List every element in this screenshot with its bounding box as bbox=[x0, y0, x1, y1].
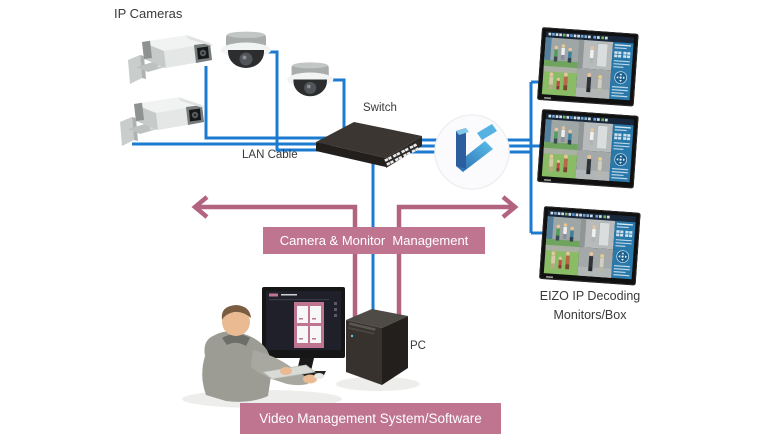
camera-monitor-management-text: Camera & Monitor Management bbox=[279, 233, 469, 248]
video-management-text: Video Management System/Software bbox=[259, 411, 482, 426]
operator-hair bbox=[221, 305, 251, 320]
camera-monitor-management-banner: Camera & Monitor Management bbox=[263, 227, 485, 254]
operator-head bbox=[222, 308, 250, 336]
eizo-monitors-label: EIZO IP Decoding Monitors/Box bbox=[520, 287, 660, 325]
pc-drive-bays bbox=[347, 322, 376, 335]
management-arrow-left bbox=[198, 204, 358, 228]
eizo-monitor-2 bbox=[536, 109, 639, 190]
operator-arm bbox=[251, 350, 308, 386]
switch-ports bbox=[384, 143, 420, 166]
ip-cameras-label: IP Cameras bbox=[114, 6, 183, 21]
mouse bbox=[314, 373, 324, 379]
eizo-monitor-1 bbox=[536, 27, 639, 108]
network-switch bbox=[316, 122, 422, 168]
dome-camera-1 bbox=[221, 31, 271, 68]
video-management-banner: Video Management System/Software bbox=[240, 403, 501, 434]
lan-cable-label: LAN Cable bbox=[242, 149, 298, 161]
right-arrowhead-icon bbox=[501, 195, 519, 219]
cable-dome2-switch bbox=[329, 78, 346, 134]
left-arrowhead-icon bbox=[191, 195, 209, 219]
operator-workstation bbox=[202, 287, 345, 402]
eizo-monitor-3 bbox=[538, 206, 641, 287]
management-pc bbox=[346, 309, 408, 385]
vms-grid-panel bbox=[294, 302, 324, 348]
management-links bbox=[191, 195, 519, 318]
pc-shadow bbox=[336, 377, 420, 391]
dome-camera-2 bbox=[286, 62, 334, 97]
v-logo-icon bbox=[456, 124, 497, 172]
switch-label: Switch bbox=[363, 102, 397, 114]
operator-person bbox=[202, 305, 324, 402]
management-arrow-right bbox=[396, 204, 512, 228]
cable-dome1-switch bbox=[268, 50, 340, 152]
cable-bullet1-switch bbox=[204, 66, 340, 140]
pc-power-led bbox=[350, 334, 354, 338]
pc-label: PC bbox=[410, 340, 426, 352]
bullet-camera-1 bbox=[128, 35, 213, 84]
eizo-monitors-label-line1: EIZO IP Decoding bbox=[539, 289, 641, 303]
decoding-software-logo bbox=[434, 114, 510, 190]
bullet-camera-2 bbox=[120, 97, 205, 146]
eizo-monitors-label-line2: Monitors/Box bbox=[553, 308, 627, 322]
